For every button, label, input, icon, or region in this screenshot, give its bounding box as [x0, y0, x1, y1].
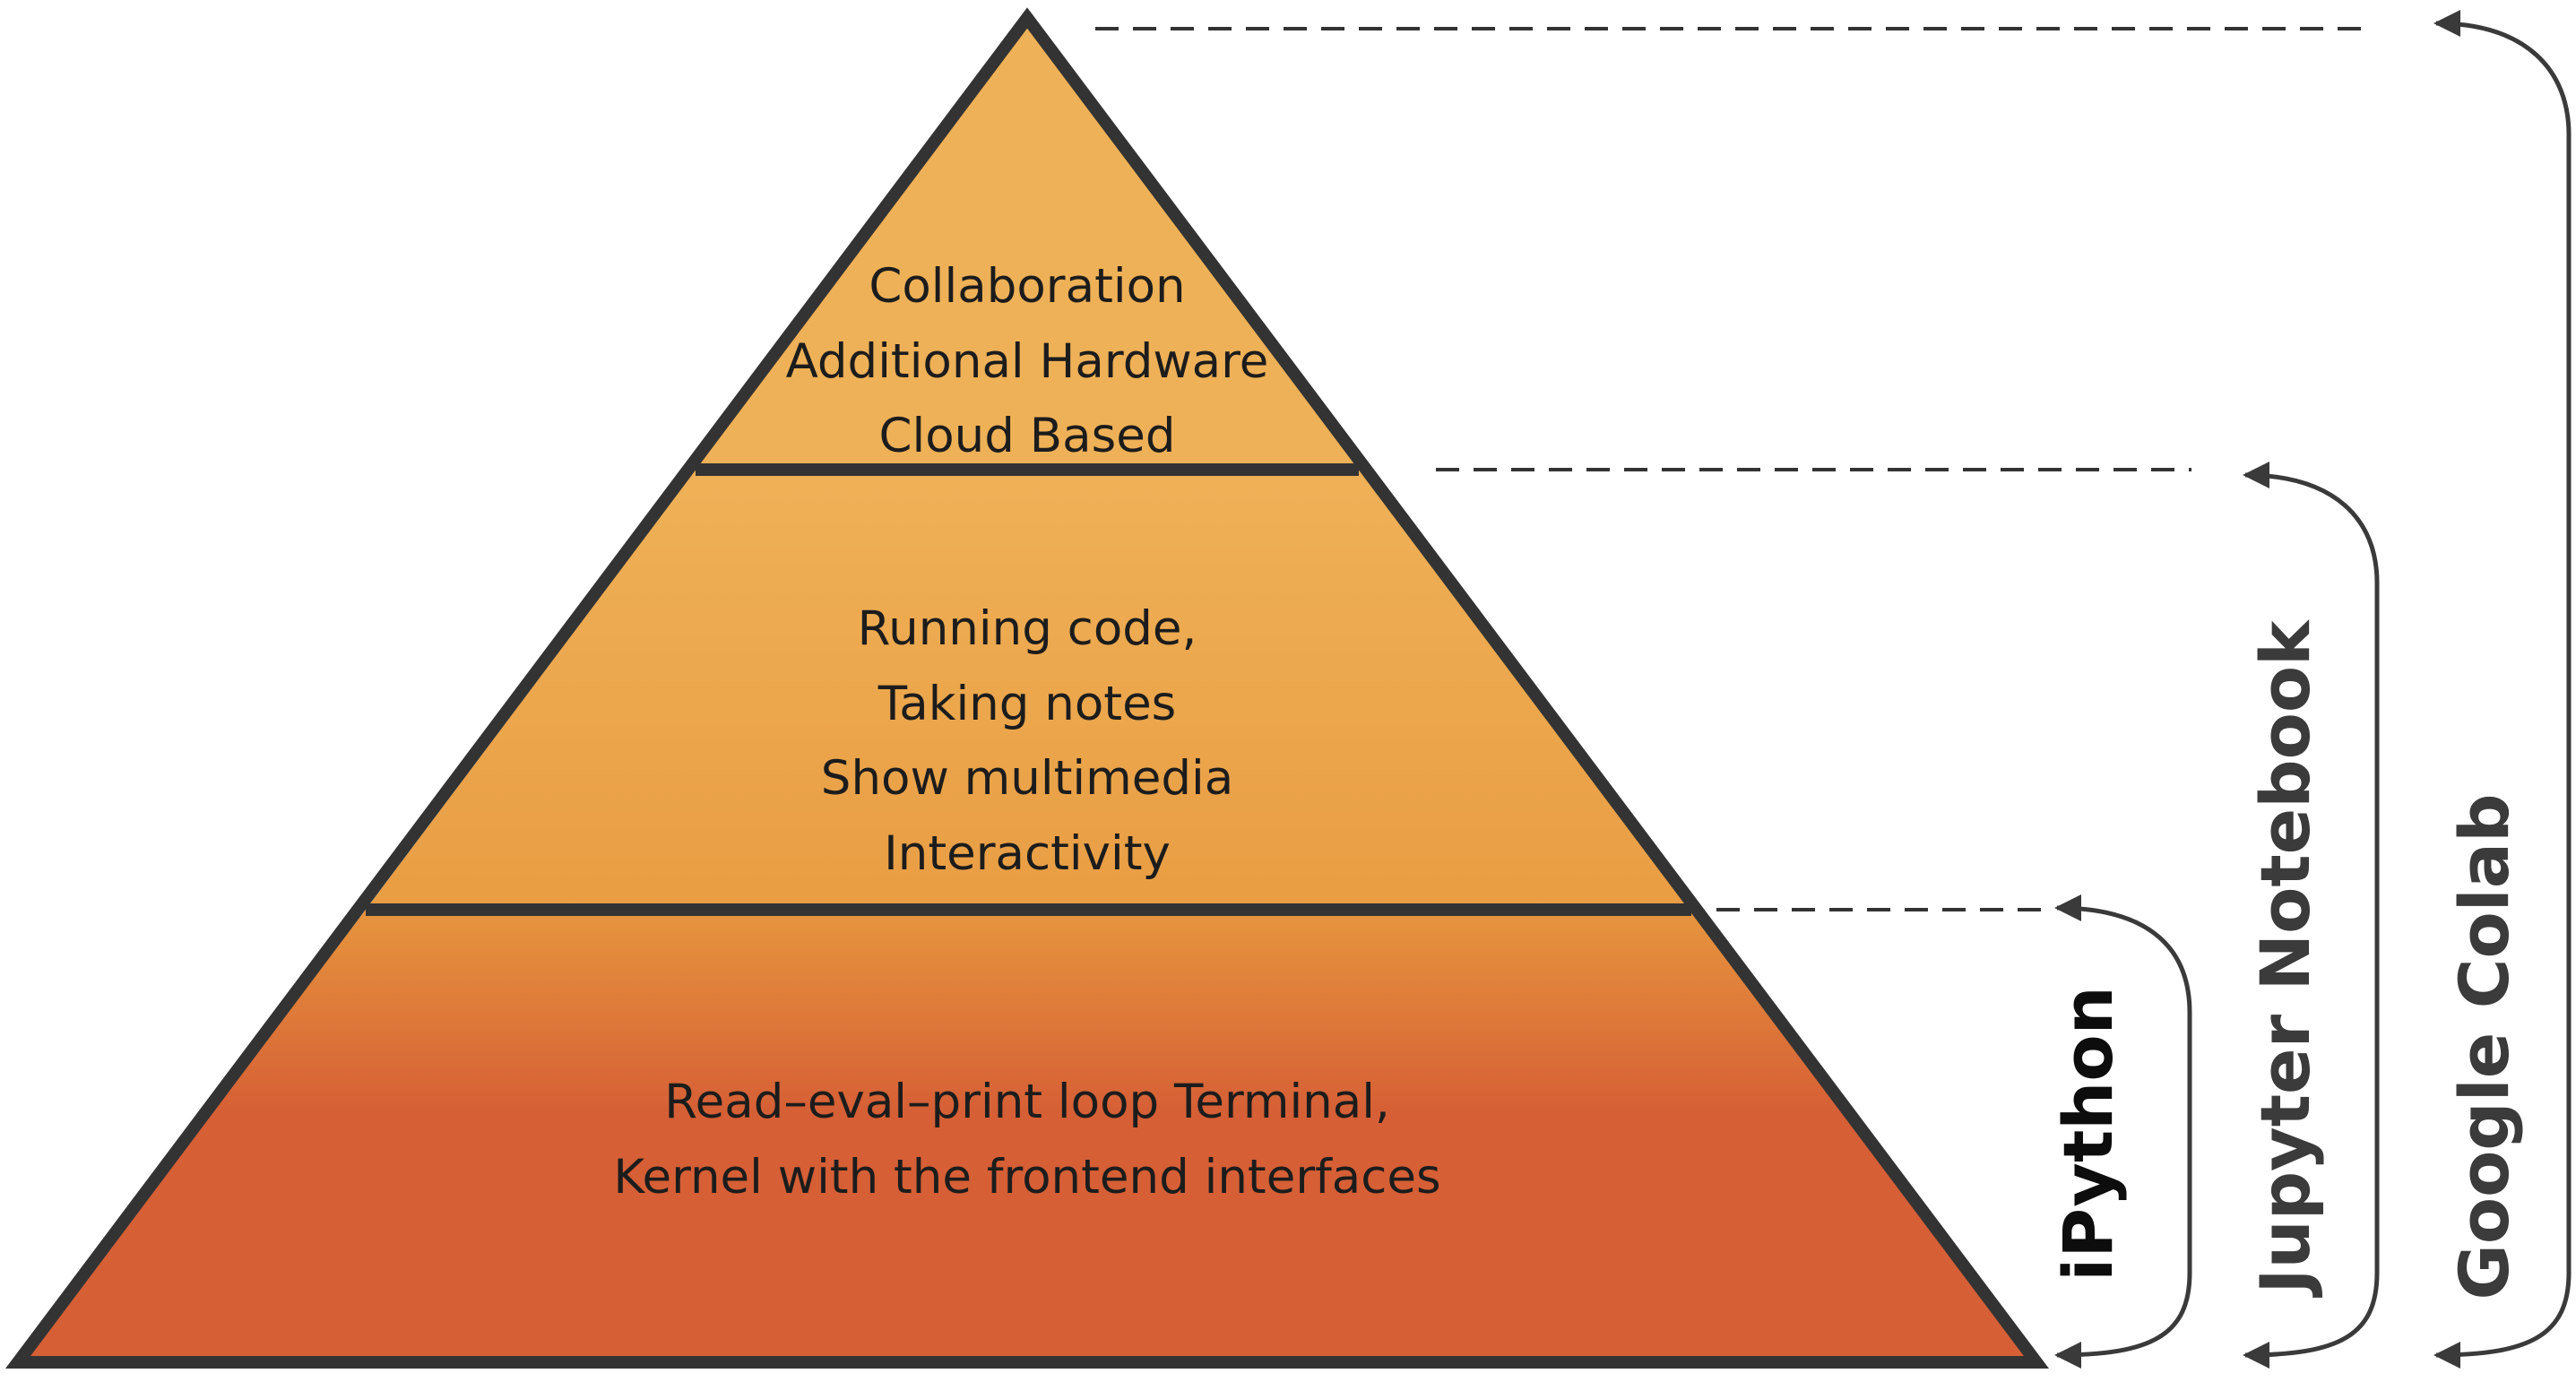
- tier-middle-line: Show multimedia: [820, 751, 1234, 807]
- label-google-colab: Google Colab: [2444, 793, 2524, 1300]
- tier-middle-line: Running code,: [857, 601, 1197, 656]
- bracket-arrow-jupyter: [2243, 462, 2380, 1369]
- pyramid-tier-bottom: [18, 910, 2036, 1362]
- tier-bottom-text: Read–eval–print loop Terminal, Kernel wi…: [489, 1065, 1565, 1214]
- label-jupyter-notebook: Jupyter Notebook: [2245, 620, 2325, 1294]
- tier-middle-text: Running code, Taking notes Show multimed…: [669, 592, 1386, 892]
- bracket-arrow-colab: [2433, 10, 2572, 1369]
- tier-middle-line: Taking notes: [877, 676, 1177, 731]
- label-ipython: iPython: [2048, 986, 2128, 1282]
- pyramid-tier-top: [696, 18, 1359, 470]
- pyramid-tier-middle: [366, 470, 1691, 910]
- pyramid-outline: [4, 7, 2050, 1369]
- tier-middle-line: Interactivity: [884, 826, 1171, 882]
- tier-top-line: Collaboration: [869, 259, 1186, 314]
- tier-bottom-line: Read–eval–print loop Terminal,: [664, 1075, 1390, 1129]
- tier-bottom-line: Kernel with the frontend interfaces: [613, 1149, 1441, 1205]
- bracket-arrow-ipython: [2054, 894, 2192, 1369]
- tier-top-line: Additional Hardware: [785, 333, 1269, 389]
- tier-top-text: Collaboration Additional Hardware Cloud …: [669, 249, 1386, 474]
- tier-top-line: Cloud Based: [878, 409, 1176, 464]
